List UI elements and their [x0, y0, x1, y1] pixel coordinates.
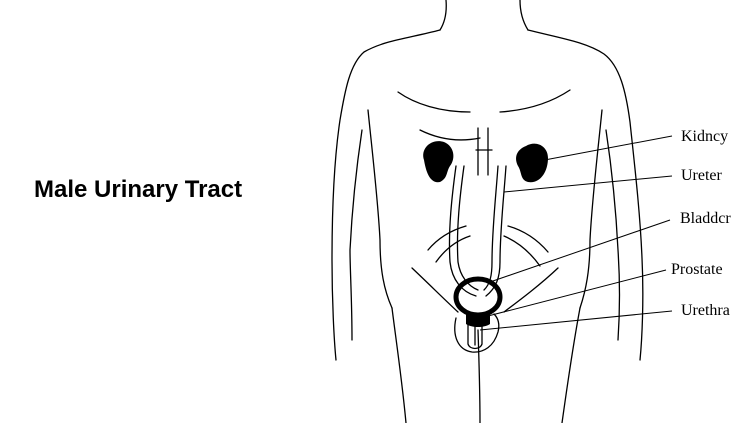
right-leg-outline	[562, 308, 580, 423]
neck-outline-right	[520, 0, 528, 30]
bladder	[456, 279, 500, 315]
pelvic-vessels	[428, 226, 548, 266]
prostate	[466, 314, 490, 327]
label-kidney: Kidncy	[681, 128, 728, 145]
chest-detail	[420, 130, 480, 140]
neck-outline	[440, 0, 446, 30]
label-bladder: Bladdcr	[680, 210, 731, 227]
left-arm-outline	[332, 30, 440, 360]
left-kidney	[423, 141, 453, 182]
chest-line-right	[500, 90, 570, 112]
kidney-leader-line	[534, 136, 672, 162]
right-kidney	[516, 144, 548, 183]
central-vessel	[476, 128, 492, 175]
right-arm-inner	[606, 130, 620, 340]
inner-leg-line	[478, 330, 480, 423]
chest-line-left	[398, 92, 470, 112]
ureter-right-inner	[484, 166, 498, 290]
torso-left	[368, 110, 392, 308]
left-arm-inner	[350, 130, 362, 340]
torso-right	[580, 110, 602, 308]
label-urethra: Urethra	[681, 302, 730, 319]
label-ureter: Ureter	[681, 167, 723, 184]
left-leg-outline	[392, 308, 406, 423]
label-prostate: Prostate	[671, 261, 723, 278]
right-arm-outline	[528, 30, 643, 360]
prostate-leader-line	[488, 270, 666, 316]
groin-line-left	[412, 268, 458, 312]
